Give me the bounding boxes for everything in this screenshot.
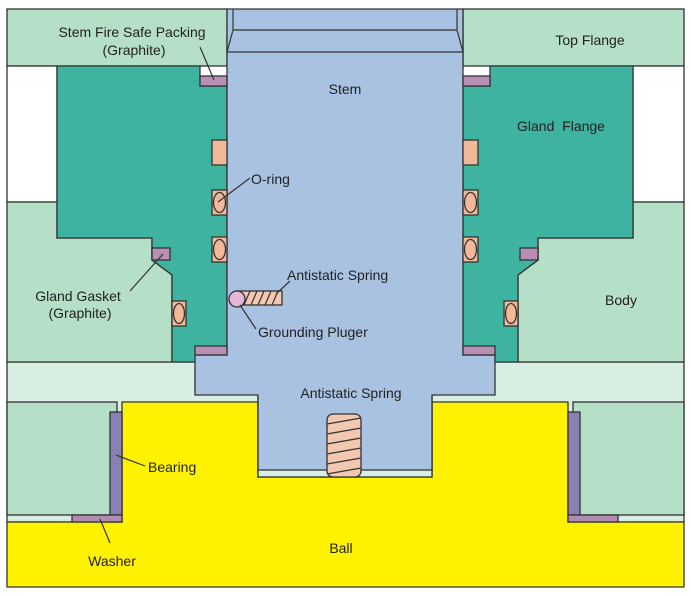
label-stem-fire-safe-packing: Stem Fire Safe Packing bbox=[58, 24, 205, 40]
label-ball: Ball bbox=[329, 540, 352, 556]
gland-gasket-right bbox=[519, 247, 539, 261]
label-antistatic-spring-lower: Antistatic Spring bbox=[300, 385, 401, 401]
label-stem: Stem bbox=[329, 81, 362, 97]
gland-gasket-left bbox=[151, 247, 171, 261]
label-antistatic-spring-upper: Antistatic Spring bbox=[287, 267, 388, 283]
o-ring-icon bbox=[504, 302, 518, 325]
lower-body-left bbox=[6, 401, 118, 516]
label-o-ring: O-ring bbox=[251, 171, 290, 187]
o-ring-icon bbox=[212, 191, 227, 214]
leader-lines bbox=[99, 46, 291, 544]
bottom-packing-right bbox=[462, 345, 496, 356]
o-ring-icon bbox=[463, 238, 478, 261]
label-top-flange: Top Flange bbox=[555, 32, 624, 48]
gap-left bbox=[6, 65, 58, 203]
label-body: Body bbox=[605, 292, 637, 308]
antistatic-spring-upper bbox=[228, 290, 283, 308]
top-flange-left bbox=[6, 8, 228, 67]
label-bearing: Bearing bbox=[148, 459, 196, 475]
label-gland-gasket: Gland Gasket bbox=[35, 288, 121, 304]
label-graphite-top: (Graphite) bbox=[102, 42, 165, 58]
stem-fire-safe-packing-left bbox=[199, 75, 228, 87]
o-rings bbox=[171, 139, 519, 327]
bearing-right bbox=[567, 411, 581, 516]
label-grounding-pluger: Grounding Pluger bbox=[258, 324, 368, 340]
stem-top-chamfer bbox=[226, 9, 464, 53]
label-gland-flange: Gland Flange bbox=[517, 118, 605, 134]
label-graphite-gasket: (Graphite) bbox=[48, 305, 111, 321]
washer-left bbox=[71, 514, 123, 523]
seal-left bbox=[211, 139, 228, 166]
o-ring-icon bbox=[463, 191, 478, 214]
label-washer: Washer bbox=[88, 553, 136, 569]
o-ring-icon bbox=[172, 302, 186, 325]
antistatic-spring-lower bbox=[326, 413, 362, 478]
o-ring-icon bbox=[212, 238, 227, 261]
stem-fire-safe-packing-right bbox=[462, 75, 491, 87]
lower-body-right bbox=[572, 401, 685, 516]
bearing-left bbox=[109, 411, 123, 516]
bottom-packing-left bbox=[194, 345, 228, 356]
gap-right bbox=[632, 65, 685, 203]
grounding-pluger-ball bbox=[228, 290, 246, 308]
washer-right bbox=[567, 514, 619, 523]
top-flange-right bbox=[462, 8, 685, 67]
seal-right bbox=[462, 139, 479, 166]
